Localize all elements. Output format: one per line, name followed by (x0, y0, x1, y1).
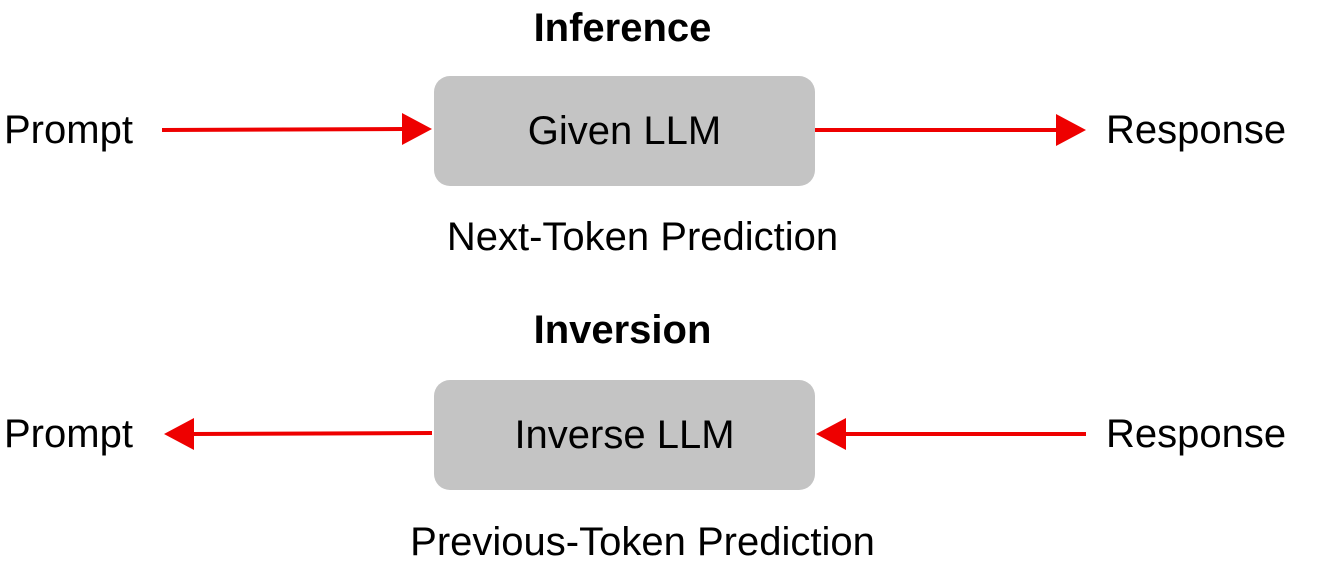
inference-title: Inference (533, 6, 712, 50)
inference-response-label: Response (1106, 108, 1287, 152)
inversion-response-label: Response (1106, 412, 1287, 456)
inverse-llm-to-prompt-arrow (164, 418, 433, 450)
previous-token-caption: Previous-Token Prediction (410, 520, 875, 564)
inversion-title: Inversion (533, 308, 712, 352)
given-llm-box: Given LLM (434, 76, 815, 186)
inference-prompt-label: Prompt (4, 108, 133, 152)
inversion-prompt-label: Prompt (4, 412, 133, 456)
response-to-inverse-llm-arrow (816, 418, 1086, 450)
prompt-to-given-llm-arrow (161, 113, 432, 145)
inverse-llm-box: Inverse LLM (434, 380, 815, 490)
given-llm-to-response-arrow (815, 114, 1086, 146)
inverse-llm-label: Inverse LLM (514, 412, 735, 457)
given-llm-label: Given LLM (527, 108, 722, 153)
next-token-caption: Next-Token Prediction (446, 215, 839, 259)
